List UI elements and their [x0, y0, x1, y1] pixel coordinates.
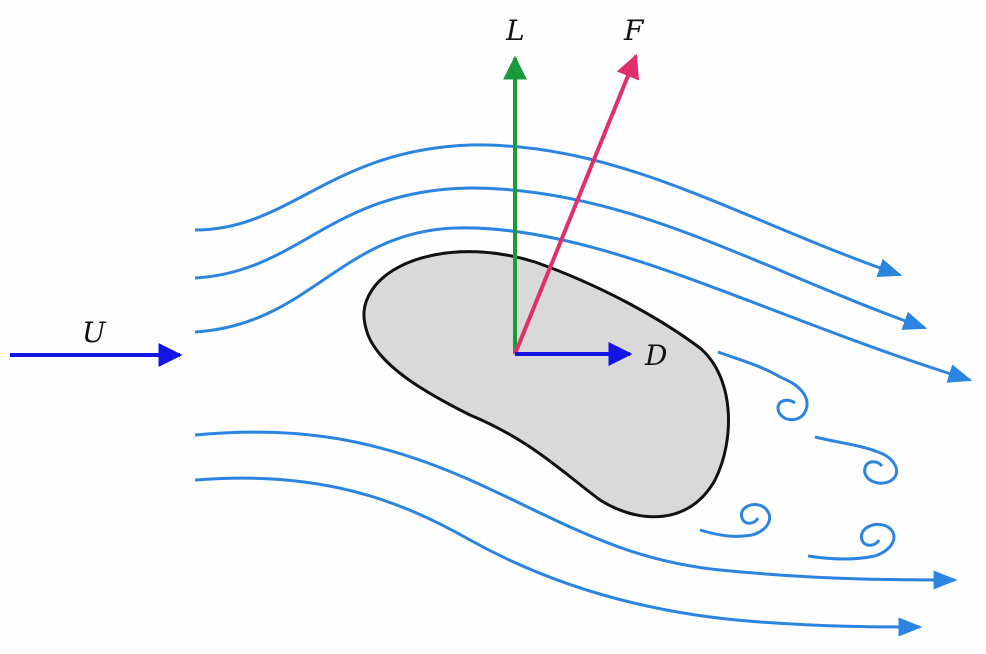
wake-streak-4 [807, 554, 876, 561]
drag-label: D [644, 339, 667, 372]
wake-streak-3 [699, 528, 753, 538]
wake-vortex-4 [859, 522, 896, 558]
force-arrow [513, 53, 639, 355]
wake-vortex-2 [863, 450, 898, 485]
streamline-lower-2 [194, 476, 923, 637]
streamline-upper-2 [194, 186, 928, 330]
streamline-upper-3 [194, 226, 973, 383]
wake-vortex-3 [739, 503, 771, 537]
wake-streak-2 [814, 435, 879, 454]
force-label: F [623, 14, 645, 47]
body-shape [362, 250, 730, 519]
wake-streak-1 [717, 350, 783, 380]
wake-vortex-1 [776, 376, 809, 422]
lift-label: L [505, 14, 525, 47]
freestream-label: U [82, 316, 107, 349]
streamline-lower-1 [194, 430, 958, 590]
streamline-upper-1 [194, 143, 903, 278]
